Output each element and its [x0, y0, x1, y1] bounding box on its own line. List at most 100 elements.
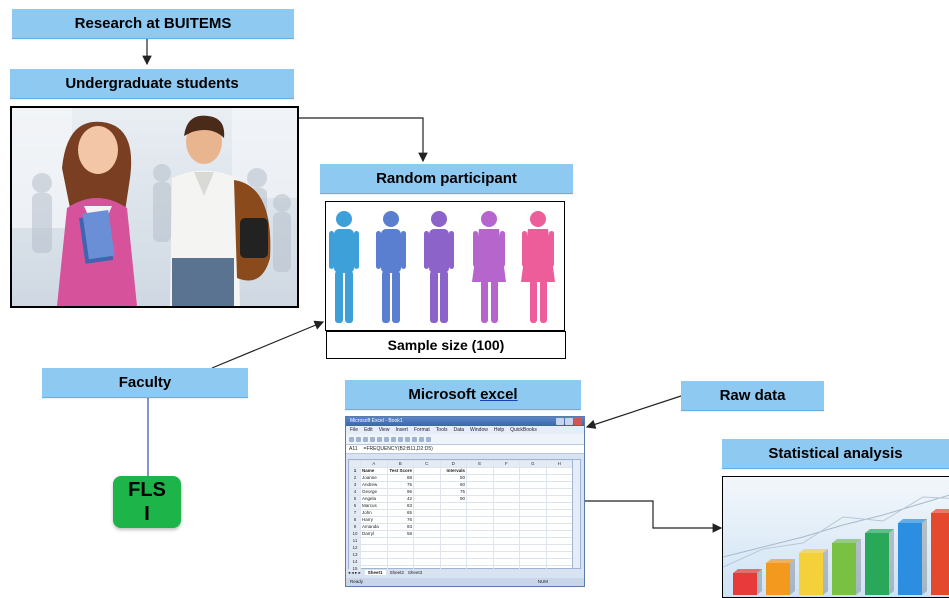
excel-cell: 96 — [386, 488, 414, 496]
connectors — [142, 38, 723, 533]
excel-cell — [492, 502, 520, 510]
excel-cell — [492, 523, 520, 531]
excel-column-header: B — [386, 460, 414, 468]
node-sample-size: Sample size (100) — [326, 331, 566, 359]
excel-row-header: 8 — [349, 516, 361, 524]
excel-cell: Angela — [360, 495, 388, 503]
tool-icon — [398, 436, 403, 442]
excel-cell — [545, 551, 573, 559]
excel-cell — [439, 537, 467, 545]
excel-cell: 50 — [439, 474, 467, 482]
tool-icon — [419, 436, 424, 442]
excel-cell — [413, 509, 441, 517]
excel-column-header: E — [466, 460, 494, 468]
excel-cell: Harry — [360, 516, 388, 524]
excel-column-header: D — [439, 460, 467, 468]
excel-cell — [386, 551, 414, 559]
excel-cell — [360, 558, 388, 566]
close-icon — [574, 418, 582, 425]
excel-row-header: 1 — [349, 467, 361, 475]
excel-row: 12 — [349, 544, 573, 552]
excel-cell — [492, 488, 520, 496]
excel-cell — [519, 474, 547, 482]
excel-cell — [492, 558, 520, 566]
stats-bar — [931, 513, 949, 595]
excel-cell — [519, 558, 547, 566]
excel-cell — [492, 530, 520, 538]
excel-cell — [492, 495, 520, 503]
excel-row-header: 11 — [349, 537, 361, 545]
excel-formula: =FREQUENCY(B2:B11,D2:D5) — [363, 446, 433, 452]
excel-cell: Andrew — [360, 481, 388, 489]
excel-cell: 88 — [386, 474, 414, 482]
node-random-label: Random participant — [376, 170, 517, 187]
excel-cell — [466, 467, 494, 475]
excel-scrollbar — [572, 459, 581, 569]
excel-cell: Amanda — [360, 523, 388, 531]
excel-cell — [413, 495, 441, 503]
excel-cell — [439, 516, 467, 524]
excel-cell — [545, 523, 573, 531]
excel-row: 14 — [349, 558, 573, 566]
excel-cell — [466, 516, 494, 524]
excel-cell — [466, 523, 494, 531]
excel-menu-item: View — [378, 427, 390, 433]
excel-cell — [466, 509, 494, 517]
excel-cell — [519, 495, 547, 503]
stats-bar-top — [898, 519, 927, 523]
excel-cell — [413, 558, 441, 566]
excel-cell — [492, 544, 520, 552]
excel-row-header: 9 — [349, 523, 361, 531]
stats-bar — [898, 523, 922, 595]
excel-cell — [545, 509, 573, 517]
sheet-nav-icon: ◂ ◂ ▸ ▸ — [348, 569, 361, 575]
excel-cell: George — [360, 488, 388, 496]
excel-cell — [545, 488, 573, 496]
node-random-participant: Random participant — [320, 164, 573, 194]
excel-cell: Joanne — [360, 474, 388, 482]
excel-cell — [519, 551, 547, 559]
node-raw-data: Raw data — [681, 381, 824, 411]
excel-cell — [519, 544, 547, 552]
excel-status-right: NUM — [537, 579, 548, 584]
participants-image — [325, 201, 565, 331]
node-stats-label: Statistical analysis — [768, 445, 903, 462]
figure-1 — [329, 211, 359, 323]
excel-cell: Test Score — [386, 467, 414, 475]
excel-cell — [466, 537, 494, 545]
excel-cell — [545, 481, 573, 489]
excel-cell — [413, 530, 441, 538]
excel-sheet-tab: Sheet2 — [389, 570, 404, 575]
excel-cell — [466, 502, 494, 510]
excel-cell — [439, 523, 467, 531]
excel-menu-item: Window — [470, 427, 488, 433]
excel-cell — [413, 516, 441, 524]
excel-cell — [466, 551, 494, 559]
excel-cell — [466, 495, 494, 503]
excel-row-header: 10 — [349, 530, 361, 538]
tool-icon — [356, 436, 361, 442]
excel-cell: 42 — [386, 495, 414, 503]
excel-cell — [492, 481, 520, 489]
stats-bar-side — [757, 569, 762, 595]
node-faculty-label: Faculty — [118, 374, 172, 391]
excel-cell — [492, 551, 520, 559]
stats-bar-top — [865, 529, 894, 533]
excel-cell — [413, 502, 441, 510]
stats-bar-top — [733, 569, 762, 573]
arrow-faculty-to-sample — [211, 320, 325, 369]
excel-cell-ref: A11 — [349, 446, 358, 452]
arrow-excel-to-stats — [584, 500, 723, 533]
excel-column-header: F — [492, 460, 520, 468]
excel-menu-item: File — [350, 427, 359, 433]
stats-bar-side — [922, 519, 927, 595]
excel-status: Ready — [350, 579, 364, 584]
excel-cell — [466, 488, 494, 496]
stats-bar-top — [931, 509, 949, 513]
stats-bar-side — [889, 529, 894, 595]
